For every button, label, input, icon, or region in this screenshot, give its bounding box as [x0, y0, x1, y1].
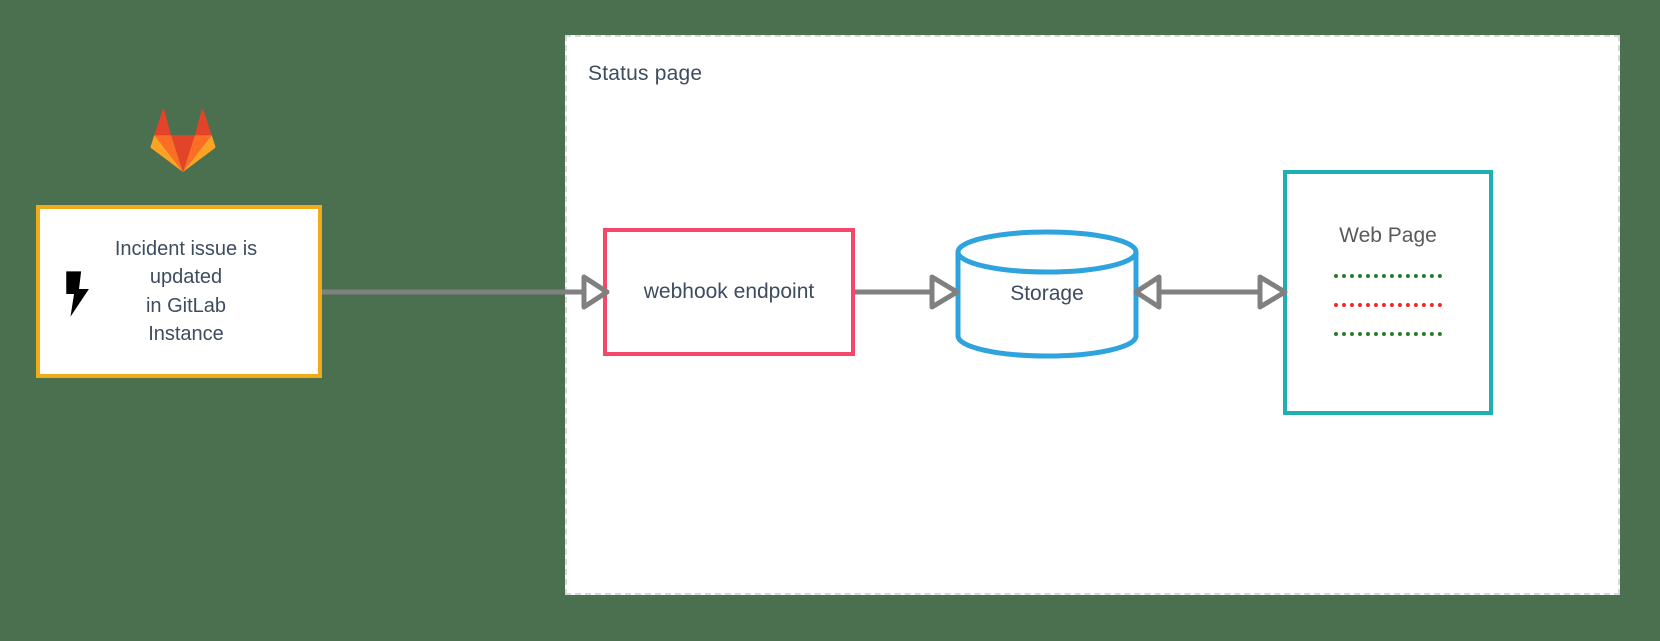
- webhook-endpoint-label: webhook endpoint: [643, 280, 815, 303]
- web-page-node[interactable]: Web Page: [1283, 170, 1493, 415]
- incident-line-1: Incident issue is: [114, 237, 258, 260]
- web-page-line-green-2: [1334, 332, 1442, 336]
- web-page-line-red: [1334, 303, 1442, 307]
- incident-issue-text: Incident issue is updated in GitLab Inst…: [40, 209, 318, 374]
- web-page-content-lines: [1287, 274, 1489, 361]
- web-page-title: Web Page: [1339, 224, 1437, 247]
- status-page-title: Status page: [588, 62, 703, 85]
- incident-issue-node[interactable]: Incident issue is updated in GitLab Inst…: [36, 205, 322, 378]
- webhook-endpoint-node[interactable]: webhook endpoint: [603, 228, 855, 356]
- incident-line-3: in GitLab: [145, 294, 227, 317]
- lightning-bolt-icon: [62, 271, 96, 317]
- incident-line-2: updated: [149, 266, 223, 289]
- web-page-line-green-1: [1334, 274, 1442, 278]
- storage-node[interactable]: [952, 226, 1142, 362]
- gitlab-logo: [150, 108, 216, 172]
- incident-line-4: Instance: [148, 322, 224, 345]
